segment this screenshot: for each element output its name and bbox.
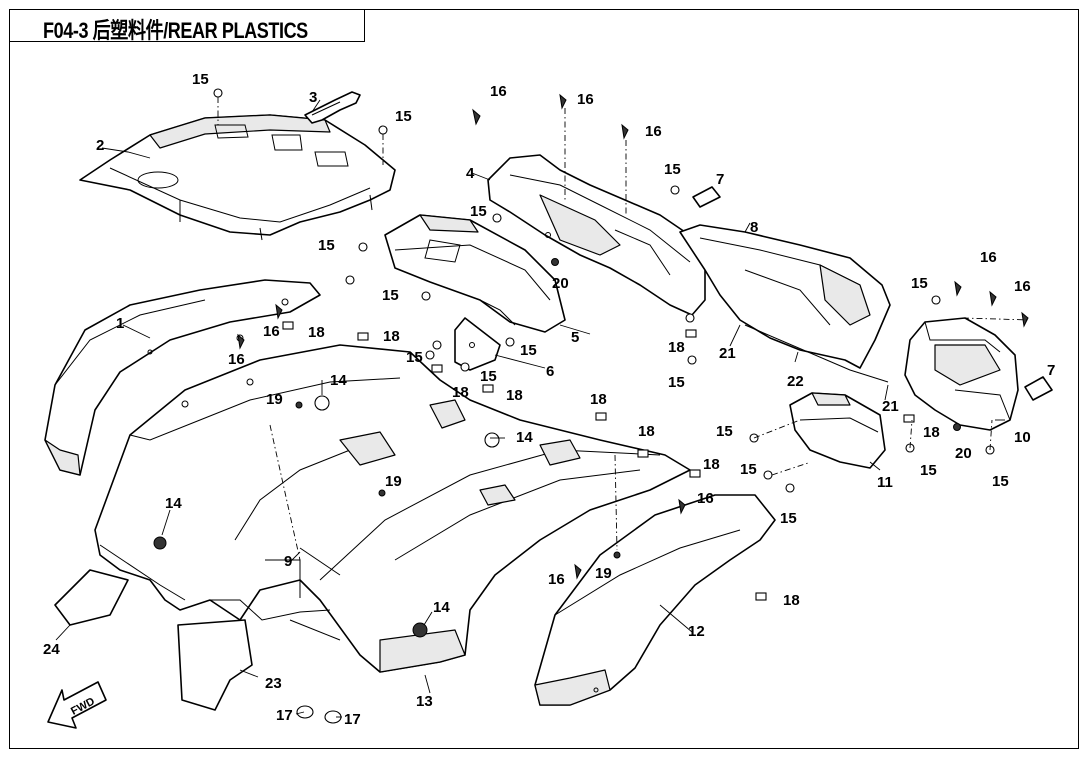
- callout-15: 15: [716, 423, 733, 440]
- callout-18: 18: [923, 424, 940, 441]
- callout-15: 15: [740, 461, 757, 478]
- callout-14: 14: [516, 429, 533, 446]
- callout-15: 15: [192, 71, 209, 88]
- callout-15: 15: [480, 368, 497, 385]
- part-7-warning-labels: [692, 186, 1053, 401]
- callout-12: 12: [688, 623, 705, 640]
- part-22-trim-strip: [744, 324, 889, 383]
- part-12-right-fender-flare: [534, 494, 776, 706]
- callout-4: 4: [466, 165, 475, 182]
- callout-16: 16: [1014, 278, 1031, 295]
- callout-18: 18: [783, 592, 800, 609]
- fasteners: [213, 88, 1029, 601]
- callout-15: 15: [520, 342, 537, 359]
- part-24-mud-pad: [54, 569, 129, 626]
- callout-14: 14: [330, 372, 347, 389]
- callout-23: 23: [265, 675, 282, 692]
- callout-6: 6: [546, 363, 554, 380]
- fwd-arrow: FWD: [47, 681, 107, 729]
- callout-18: 18: [668, 339, 685, 356]
- callout-18: 18: [703, 456, 720, 473]
- callout-13: 13: [416, 693, 433, 710]
- callout-16: 16: [228, 351, 245, 368]
- part-8-right-inner-panel: [679, 224, 891, 369]
- callout-14: 14: [433, 599, 450, 616]
- callout-15: 15: [395, 108, 412, 125]
- part-6-bracket-plate: [454, 317, 501, 371]
- callout-24: 24: [43, 641, 60, 658]
- callout-20: 20: [955, 445, 972, 462]
- callout-14: 14: [165, 495, 182, 512]
- callout-21: 21: [882, 398, 899, 415]
- callout-19: 19: [385, 473, 402, 490]
- callout-15: 15: [911, 275, 928, 292]
- callout-16: 16: [577, 91, 594, 108]
- callout-15: 15: [668, 374, 685, 391]
- callout-15: 15: [406, 349, 423, 366]
- callout-19: 19: [595, 565, 612, 582]
- callout-17: 17: [344, 711, 361, 728]
- callout-15: 15: [664, 161, 681, 178]
- callout-21: 21: [719, 345, 736, 362]
- callout-5: 5: [571, 329, 579, 346]
- callout-15: 15: [318, 237, 335, 254]
- callout-18: 18: [383, 328, 400, 345]
- callout-15: 15: [920, 462, 937, 479]
- callout-15: 15: [780, 510, 797, 527]
- callout-15: 15: [382, 287, 399, 304]
- leader-lines: [55, 99, 1005, 718]
- callout-16: 16: [980, 249, 997, 266]
- callout-labels: 15 3 15 2 16 16 16 4 15 15 7 15 8 20 15 …: [43, 71, 1055, 728]
- part-4-rear-upper-cover: [487, 154, 706, 323]
- callout-16: 16: [263, 323, 280, 340]
- part-13-rear-fender-body: [94, 344, 691, 673]
- callout-18: 18: [590, 391, 607, 408]
- part-17-rubber-feet: [296, 705, 342, 724]
- callout-7: 7: [716, 171, 724, 188]
- part-23-mud-pad: [177, 619, 253, 711]
- part-3-grab-handle: [304, 91, 361, 124]
- assembly-lines: [217, 97, 1031, 561]
- callout-16: 16: [490, 83, 507, 100]
- callout-10: 10: [1014, 429, 1031, 446]
- callout-16: 16: [697, 490, 714, 507]
- callout-9: 9: [284, 553, 292, 570]
- callout-2: 2: [96, 137, 104, 154]
- callout-11: 11: [877, 474, 893, 491]
- part-1-left-fender-flare: [44, 279, 321, 476]
- callout-15: 15: [992, 473, 1009, 490]
- callout-18: 18: [308, 324, 325, 341]
- callout-8: 8: [750, 219, 758, 236]
- part-5-storage-box: [384, 214, 566, 333]
- callout-7: 7: [1047, 362, 1055, 379]
- part-2-rear-rack-cover: [79, 114, 396, 241]
- part-9-support-rod: [299, 547, 341, 576]
- callout-16: 16: [548, 571, 565, 588]
- title-box: F04-3 后塑料件/REAR PLASTICS: [9, 9, 365, 43]
- part-11-right-box: [789, 392, 886, 469]
- callout-20: 20: [552, 275, 569, 292]
- callout-19: 19: [266, 391, 283, 408]
- callout-18: 18: [452, 384, 469, 401]
- diagram-frame: [9, 9, 1079, 749]
- callout-1: 1: [116, 315, 124, 332]
- page-title: F04-3 后塑料件/REAR PLASTICS: [43, 18, 308, 43]
- callout-16: 16: [645, 123, 662, 140]
- callout-15: 15: [470, 203, 487, 220]
- callout-18: 18: [506, 387, 523, 404]
- part-10-right-side-panel: [904, 317, 1019, 431]
- callout-17: 17: [276, 707, 293, 724]
- callout-18: 18: [638, 423, 655, 440]
- callout-22: 22: [787, 373, 804, 390]
- callout-3: 3: [309, 89, 317, 106]
